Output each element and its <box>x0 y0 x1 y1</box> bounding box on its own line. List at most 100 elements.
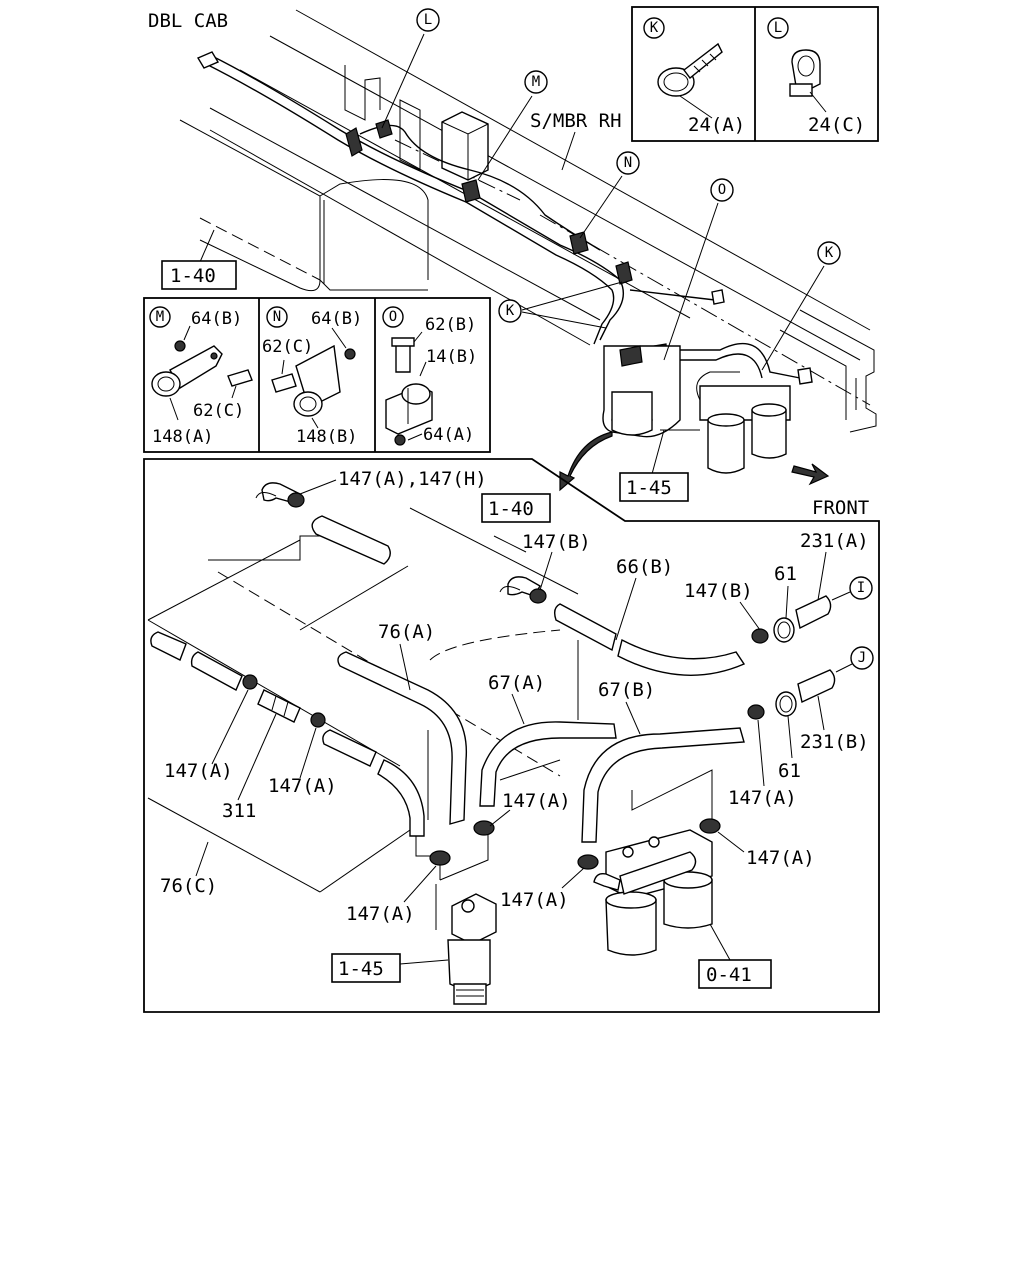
svg-text:N: N <box>273 309 281 325</box>
label-76C: 76(C) <box>160 875 217 897</box>
front-direction-label: FRONT <box>812 497 869 519</box>
clamp-147A-e <box>747 704 765 720</box>
label-311: 311 <box>222 800 256 822</box>
callout-J: J <box>835 646 874 673</box>
ref-filter-top: 1-45 <box>619 429 689 502</box>
ref-filter-detail: 1-45 <box>331 953 449 983</box>
cab-type-label: DBL CAB <box>148 10 228 32</box>
hose-66B <box>553 603 746 676</box>
detail-view-frame <box>143 458 880 1013</box>
label-61-upper: 61 <box>774 563 797 585</box>
callout-K-top-right: K <box>761 241 841 371</box>
clamp-147A-c <box>577 854 599 870</box>
detail-water-separator <box>593 829 713 956</box>
inset-K-part: 24(A) <box>688 114 745 136</box>
label-231B: 231(B) <box>800 731 869 753</box>
callout-O-top: O <box>663 178 734 361</box>
callout-N-top: N <box>579 151 640 239</box>
svg-text:L: L <box>774 20 782 36</box>
detail-labels: 147(A),147(H) 147(B) 66(B) 147(B) 61 231… <box>160 468 869 925</box>
hose-231B <box>797 669 836 704</box>
svg-text:1-45: 1-45 <box>626 477 672 499</box>
svg-text:148(A): 148(A) <box>152 427 213 447</box>
label-61-lower: 61 <box>778 760 801 782</box>
fuel-pipe-routing <box>196 51 813 385</box>
label-66B: 66(B) <box>616 556 673 578</box>
label-147A-left1: 147(A) <box>164 760 233 782</box>
label-147AH: 147(A),147(H) <box>338 468 487 490</box>
clamp-61-upper <box>773 617 795 643</box>
label-147A-lower-mid: 147(A) <box>500 889 569 911</box>
clamp-147A-d <box>699 818 721 834</box>
svg-text:0-41: 0-41 <box>706 964 752 986</box>
detail-fuel-filter <box>435 884 497 1005</box>
clamp-61-lower <box>775 691 797 717</box>
svg-text:62(C): 62(C) <box>193 401 244 421</box>
side-member-label: S/MBR RH <box>530 110 622 132</box>
inset-M-N-O-frame <box>143 297 491 453</box>
svg-text:N: N <box>624 155 632 171</box>
svg-text:1-40: 1-40 <box>170 265 216 287</box>
ref-tank-detail: 1-40 <box>481 493 551 523</box>
svg-text:O: O <box>718 182 726 198</box>
svg-text:62(B): 62(B) <box>425 315 476 335</box>
hose-upper-left <box>311 515 391 565</box>
svg-text:L: L <box>424 12 432 28</box>
svg-text:64(B): 64(B) <box>191 309 242 329</box>
inset-L-part: 24(C) <box>808 114 865 136</box>
clamp-147B-mid <box>529 588 547 604</box>
front-arrow-icon <box>791 463 830 486</box>
callout-K-top-left: K <box>498 281 623 329</box>
label-147A-left2: 147(A) <box>268 775 337 797</box>
view-arrow <box>559 431 613 492</box>
fuel-filter-drawing <box>602 345 791 474</box>
ref-tank-top: 1-40 <box>161 229 237 290</box>
fuel-tank-drawing <box>179 111 489 292</box>
clamp-147A-a <box>473 820 495 836</box>
callout-I: I <box>831 576 873 601</box>
callout-L-top: L <box>381 8 440 129</box>
svg-text:64(B): 64(B) <box>311 309 362 329</box>
hose-231A <box>795 595 832 630</box>
inset-K: K 24(A) <box>643 17 745 136</box>
inset-M: M 64(B) 62(C) 148(A) <box>149 306 253 447</box>
label-67B: 67(B) <box>598 679 655 701</box>
label-147B-mid: 147(B) <box>522 531 591 553</box>
svg-text:K: K <box>825 245 834 261</box>
inset-L: L 24(C) <box>767 17 865 136</box>
member-leader <box>561 131 576 171</box>
svg-text:1-45: 1-45 <box>338 958 384 980</box>
label-147A-lower-left: 147(A) <box>346 903 415 925</box>
svg-text:O: O <box>389 309 397 325</box>
label-147A-lower-right: 147(A) <box>746 847 815 869</box>
clamp-147A-b <box>429 850 451 866</box>
label-76A: 76(A) <box>378 621 435 643</box>
label-231A: 231(A) <box>800 530 869 552</box>
inset-N: N 64(B) 62(C) 148(B) <box>262 306 362 447</box>
svg-text:148(B): 148(B) <box>296 427 357 447</box>
label-147B-right: 147(B) <box>684 580 753 602</box>
inset-O: O 62(B) 14(B) 64(A) <box>382 306 477 446</box>
callout-M-top: M <box>477 70 548 181</box>
svg-text:M: M <box>156 309 164 325</box>
inset-K-L-frame <box>631 6 879 142</box>
clamp-147B-right <box>751 628 769 644</box>
svg-text:64(A): 64(A) <box>423 425 474 445</box>
label-147A-right: 147(A) <box>728 787 797 809</box>
clamp-147AH <box>287 492 305 508</box>
svg-text:62(C): 62(C) <box>262 337 313 357</box>
hose-67B <box>581 727 745 843</box>
svg-text:J: J <box>858 650 866 666</box>
hose-76A <box>337 651 468 825</box>
hose-chain-left <box>150 631 425 837</box>
svg-text:K: K <box>506 303 515 319</box>
svg-text:I: I <box>857 580 865 596</box>
label-147A-center: 147(A) <box>502 790 571 812</box>
hose-67A <box>479 721 617 807</box>
svg-text:K: K <box>650 20 659 36</box>
label-67A: 67(A) <box>488 672 545 694</box>
svg-text:1-40: 1-40 <box>488 498 534 520</box>
svg-text:14(B): 14(B) <box>426 347 477 367</box>
ref-separator-detail: 0-41 <box>698 923 772 989</box>
